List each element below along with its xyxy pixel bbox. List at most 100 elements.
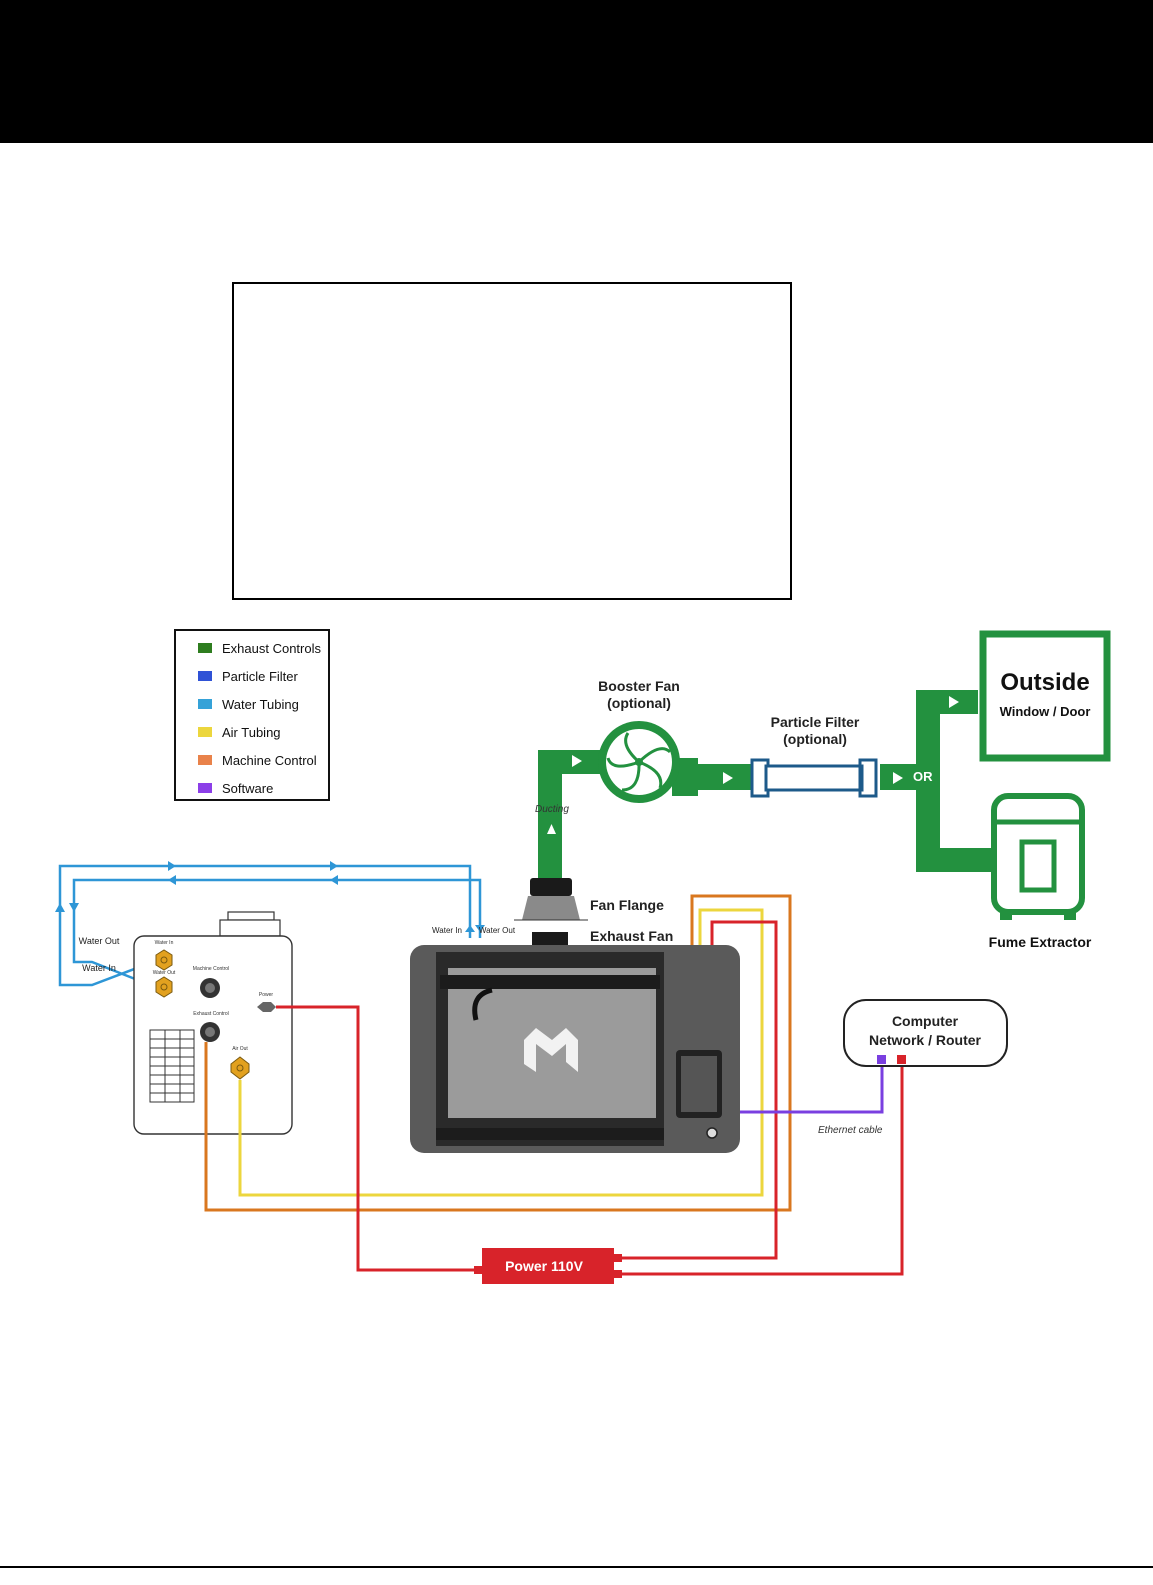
duct-booster-to-filter [690,764,752,790]
power-cables [276,920,904,1276]
chiller-vent-grid [149,1029,195,1103]
ethernet-cable [740,1062,884,1114]
computer-router-box [843,999,1008,1067]
legend-item-exhaust-controls: Exhaust Controls [198,639,321,657]
fume-extractor: Fume Extractor [989,793,1092,950]
port-machine-control-label: Machine Control [193,966,229,972]
air-out-port [230,1056,250,1080]
water-in-left-label: Water In [82,963,116,973]
legend-label: Machine Control [222,752,317,768]
flange-body [522,896,580,920]
water-out-port-hole [160,983,168,991]
water-tubing [58,864,482,990]
booster-fan-title: Booster Fan [598,678,680,694]
power-button-icon [706,1127,718,1139]
legend-item-software: Software [198,779,273,797]
legend-item-machine-control: Machine Control [198,751,317,769]
outside-label: Outside [1000,669,1089,696]
top-black-bar [0,0,1153,143]
or-label: OR [913,769,933,784]
legend-item-particle-filter: Particle Filter [198,667,298,685]
booster-fan-optional: (optional) [607,695,671,711]
machine-control-port-pins [205,983,215,993]
power-110v-block: Power 110V [474,1248,622,1284]
particle-filter-optional: (optional) [783,731,847,747]
window-door-label: Window / Door [1000,704,1091,719]
power-port [257,1002,276,1012]
filter-cap-right [858,758,878,798]
cable-chain [472,987,493,1021]
water-flow-arrows [55,861,485,932]
duct-to-fume-extractor [916,848,994,872]
exhaust-control-port-pins [205,1027,215,1037]
outside-window-door: Outside Window / Door [979,630,1111,762]
legend-swatch [198,643,212,653]
port-water-out-label: Water Out [153,970,176,976]
power-plug [614,1270,622,1278]
ethernet-port [877,1055,886,1064]
duct-to-outside [916,690,978,714]
legend-label: Software [222,780,274,796]
machine-logo-icon [524,1028,578,1072]
port-air-out-label: Air Out [232,1046,248,1052]
fume-extractor-panel [1019,839,1057,893]
legend-swatch [198,755,212,765]
legend-item-water-tubing: Water Tubing [198,695,299,713]
water-in-port [155,949,173,971]
port-power-label: Power [259,992,274,998]
filter-body [764,764,864,792]
legend-swatch [198,699,212,709]
fume-extractor-foot [1064,910,1076,920]
fume-extractor-foot [1000,910,1012,920]
exhaust-ducting: OR Ducting [535,690,994,878]
legend-label: Air Tubing [222,724,281,740]
laser-machine [410,945,740,1153]
computer-label: Computer [892,1013,959,1029]
machine-screen-display [681,1056,717,1112]
fan-flange-label: Fan Flange [590,897,664,913]
flow-arrow-right [949,696,959,708]
legend-swatch [198,671,212,681]
port-water-in-label: Water In [155,940,174,946]
flow-arrow-right [893,772,903,784]
legend-item-air-tubing: Air Tubing [198,723,281,741]
chiller-handle [227,911,275,921]
port-exhaust-control-label: Exhaust Control [193,1011,229,1017]
fan-blade-icon [606,732,672,792]
network-router-label: Network / Router [869,1032,982,1048]
power-label: Power 110V [505,1258,583,1274]
computer-router: Computer Network / Router [843,999,1008,1067]
power-plug [614,1254,622,1262]
power-plug [474,1266,482,1274]
water-out-machine-label: Water Out [479,926,516,935]
legend-label: Exhaust Controls [222,640,321,656]
legend: Exhaust Controls Particle Filter Water T… [174,629,330,801]
fume-extractor-label: Fume Extractor [989,934,1092,950]
legend-label: Water Tubing [222,696,299,712]
chiller-unit: Water In Water Out Machine Control Exhau… [133,911,293,1135]
bottom-rule [0,1566,1153,1568]
fan-flange: Fan Flange Exhaust Fan [514,878,673,950]
water-in-port-hole [160,956,168,964]
particle-filter: Particle Filter (optional) [750,714,878,798]
blank-frame [232,282,792,600]
exhaust-fan-label: Exhaust Fan [590,928,673,944]
air-tubing [238,908,764,1197]
outside-frame [979,630,1111,762]
flow-arrow-up [547,824,556,834]
legend-swatch [198,727,212,737]
ethernet-label: Ethernet cable [818,1125,883,1136]
ducting-label: Ducting [535,804,569,815]
machine-gantry [440,975,660,989]
flange-top [530,878,572,896]
water-out-left-label: Water Out [79,936,120,946]
flow-arrow-right [572,755,582,767]
flow-arrow-right [723,772,733,784]
air-out-port-hole [236,1064,244,1072]
water-out-port [155,976,173,998]
router-power-port [897,1055,906,1064]
booster-fan: Booster Fan (optional) [598,678,698,803]
legend-swatch [198,783,212,793]
water-in-machine-label: Water In [432,926,462,935]
